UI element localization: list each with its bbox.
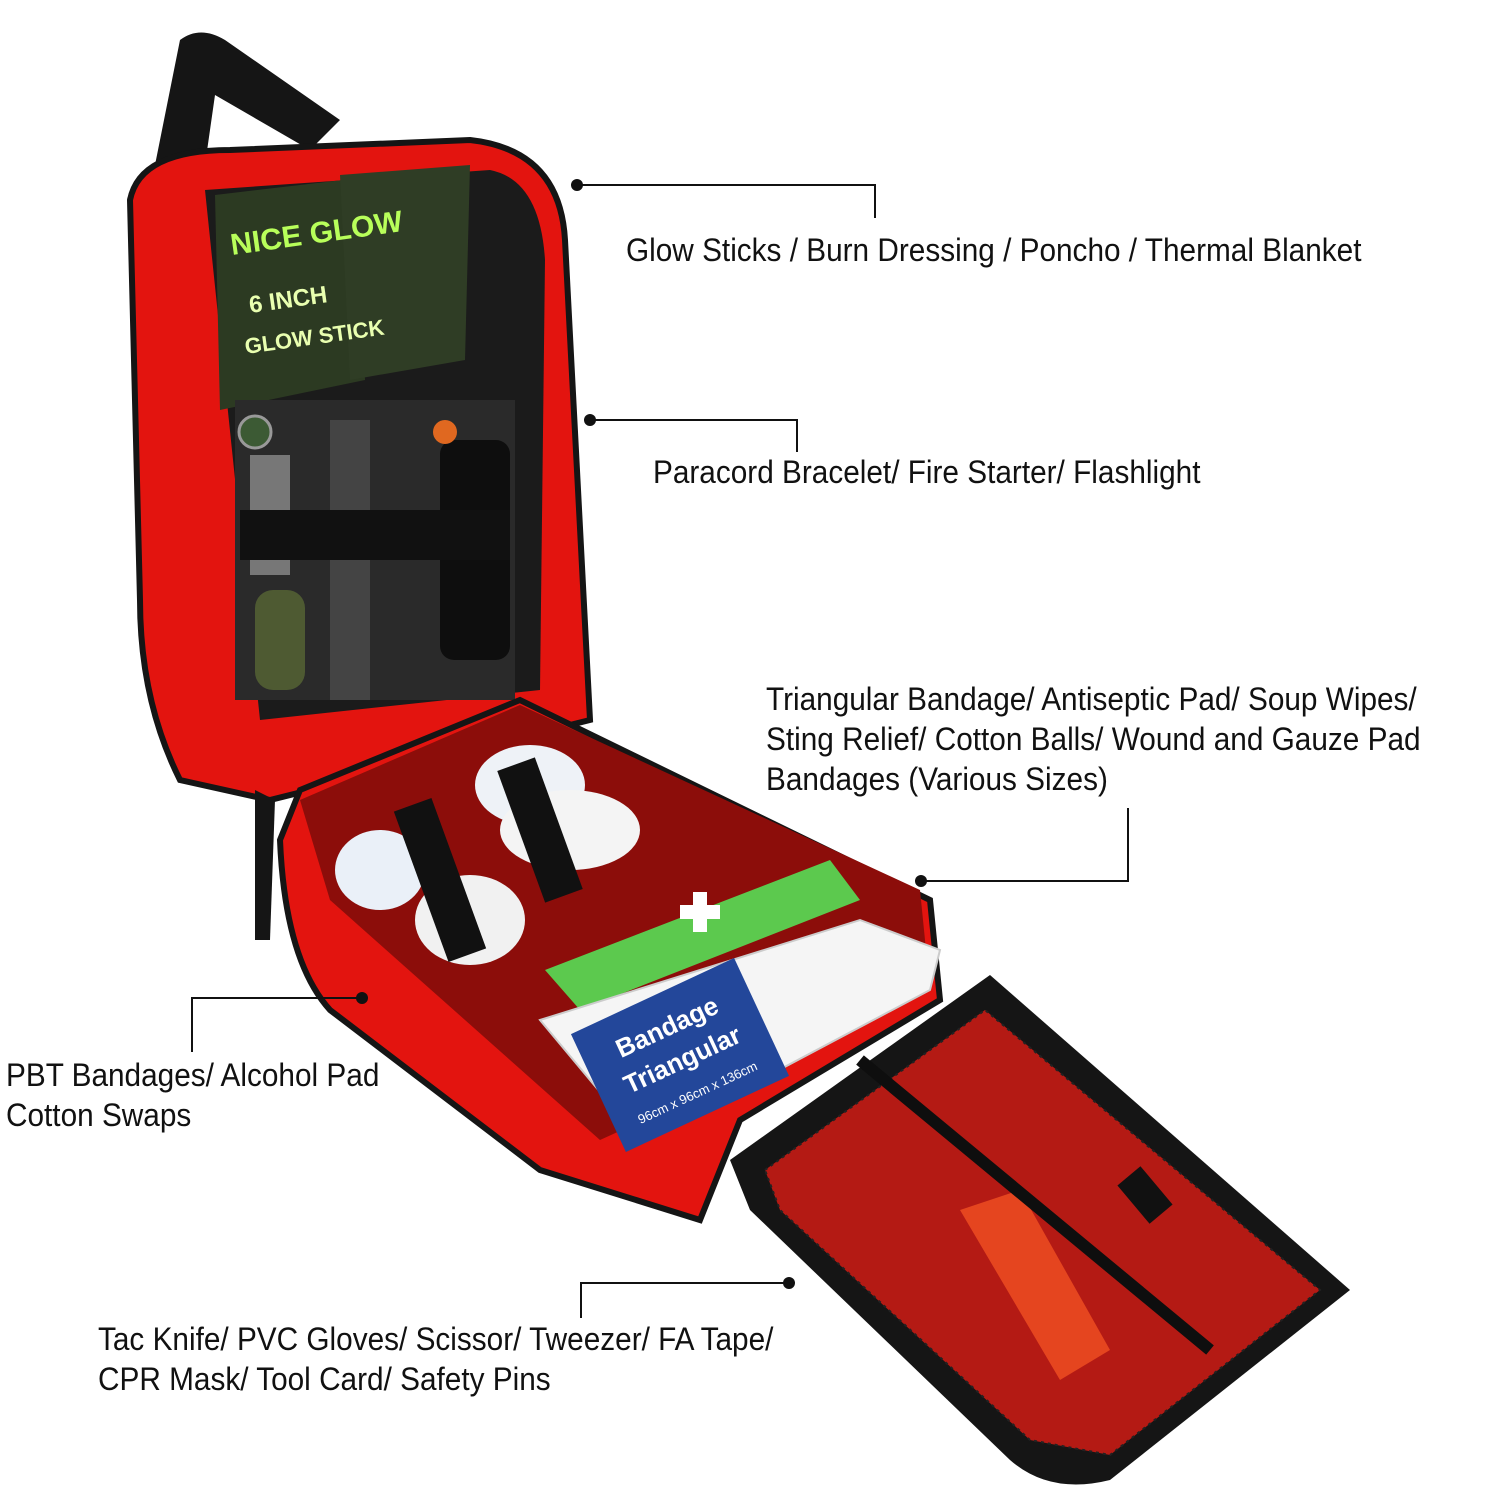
callout-line: Sting Relief/ Cotton Balls/ Wound and Ga… <box>766 721 1421 757</box>
paracord-bracelet-icon <box>255 590 305 690</box>
callout-paracord: Paracord Bracelet/ Fire Starter/ Flashli… <box>653 452 1200 492</box>
burn-dressing-pack <box>545 860 860 1010</box>
compass-icon <box>237 414 273 450</box>
callout-pbt-bandages: PBT Bandages/ Alcohol Pad Cotton Swaps <box>6 1055 379 1135</box>
glow-stick-packs: NICE GLOW 6 INCH GLOW STICK <box>215 165 470 410</box>
callout-line: Bandages (Various Sizes) <box>766 761 1108 797</box>
zipper-pull <box>255 790 275 940</box>
callout-tools: Tac Knife/ PVC Gloves/ Scissor/ Tweezer/… <box>98 1319 773 1399</box>
triangular-bandage-pack: Bandage Triangular 96cm x 96cm x 136cm <box>538 918 942 1152</box>
tools-pocket <box>235 400 515 700</box>
mesh-pocket-flap <box>730 975 1350 1485</box>
callout-line: Tac Knife/ PVC Gloves/ Scissor/ Tweezer/… <box>98 1321 774 1357</box>
callout-line: Triangular Bandage/ Antiseptic Pad/ Soup… <box>766 681 1417 717</box>
callout-line: Paracord Bracelet/ Fire Starter/ Flashli… <box>653 454 1201 490</box>
callout-bandages: Triangular Bandage/ Antiseptic Pad/ Soup… <box>766 679 1421 799</box>
callout-line: Glow Sticks / Burn Dressing / Poncho / T… <box>626 232 1362 268</box>
bandage-rolls <box>335 745 640 965</box>
callout-glow-sticks: Glow Sticks / Burn Dressing / Poncho / T… <box>626 230 1361 270</box>
callout-line: Cotton Swaps <box>6 1097 192 1133</box>
callout-line: CPR Mask/ Tool Card/ Safety Pins <box>98 1361 551 1397</box>
scissors-icon <box>960 1190 1110 1380</box>
callout-line: PBT Bandages/ Alcohol Pad <box>6 1057 380 1093</box>
